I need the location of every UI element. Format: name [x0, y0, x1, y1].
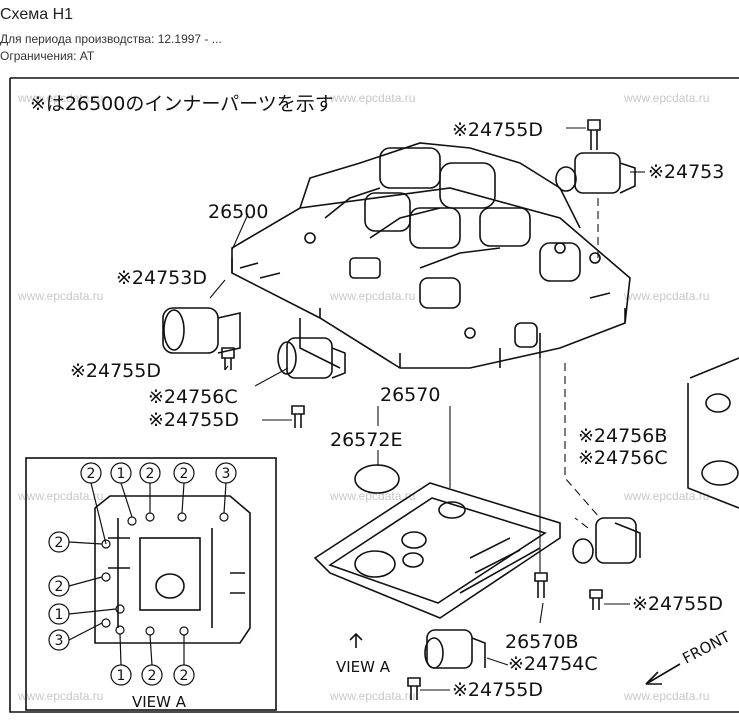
callout-number: 1	[55, 607, 64, 623]
watermark: www.epcdata.ru	[17, 289, 103, 303]
part-label[interactable]: 26500	[208, 201, 268, 223]
bolt-drawing	[587, 119, 601, 150]
callout-number: 3	[222, 466, 231, 482]
view-a-label: VIEW A	[336, 658, 391, 676]
watermark: www.epcdata.ru	[623, 689, 709, 703]
bolt-drawing	[407, 677, 421, 700]
watermark: www.epcdata.ru	[329, 689, 415, 703]
part-label[interactable]: ※24756B	[578, 425, 667, 447]
part-label[interactable]: ※24755D	[70, 360, 161, 382]
bolt-drawing	[589, 589, 603, 610]
diagram-frame	[9, 77, 739, 713]
view-arrow-icon	[349, 632, 363, 648]
o-ring-drawing	[354, 464, 400, 494]
watermark: www.epcdata.ru	[329, 489, 415, 503]
watermark: www.epcdata.ru	[17, 489, 103, 503]
part-label[interactable]: ※24756C	[148, 386, 238, 408]
oil-strainer-drawing	[313, 482, 561, 619]
part-label[interactable]: ※24754C	[508, 653, 598, 675]
callout-number: 2	[146, 466, 155, 482]
watermark: www.epcdata.ru	[623, 489, 709, 503]
inset-view-a-label: VIEW A	[132, 693, 187, 711]
watermark: www.epcdata.ru	[623, 91, 709, 105]
restrictions: Ограничения: AT	[0, 49, 95, 63]
solenoid-drawing	[572, 517, 641, 564]
part-label[interactable]: ※24755D	[452, 119, 543, 141]
watermark: www.epcdata.ru	[17, 689, 103, 703]
leader-lines	[209, 127, 645, 691]
callout-number: 3	[55, 633, 64, 649]
part-label[interactable]: ※24755D	[148, 409, 239, 431]
callout-number: 2	[148, 668, 157, 684]
watermark: www.epcdata.ru	[623, 289, 709, 303]
part-label[interactable]: 26572E	[330, 429, 402, 451]
bolt-drawing	[291, 405, 305, 428]
production-period: Для периода производства: 12.1997 - ...	[0, 32, 222, 46]
parts-diagram: www.epcdata.ru www.epcdata.ru www.epcdat…	[9, 77, 739, 713]
inner-parts-note: ※は26500のインナーパーツを示す	[30, 93, 334, 115]
front-label: FRONT	[679, 627, 733, 667]
side-cover-drawing	[687, 357, 739, 509]
part-label[interactable]: ※24753D	[116, 267, 207, 289]
callout-number: 1	[117, 668, 126, 684]
page-title: Схема H1	[0, 6, 74, 23]
valve-body-drawing	[231, 142, 631, 369]
callout-number: 2	[180, 668, 189, 684]
side-cover-hole	[705, 393, 731, 413]
view-a-inset	[25, 457, 277, 711]
part-label[interactable]: ※24755D	[632, 593, 723, 615]
bolt-drawing	[221, 347, 235, 370]
bolt-drawing	[534, 572, 548, 598]
part-label[interactable]: ※24756C	[578, 447, 668, 469]
solenoid-drawing	[424, 629, 486, 669]
watermark: www.epcdata.ru	[17, 91, 103, 105]
callout-number: 1	[117, 466, 126, 482]
front-arrow-icon	[645, 663, 681, 685]
callout-number: 2	[87, 466, 96, 482]
part-label[interactable]: ※24753	[648, 161, 724, 183]
callout-number: 2	[55, 535, 64, 551]
solenoid-drawing	[555, 152, 636, 194]
watermarks: www.epcdata.ru www.epcdata.ru www.epcdat…	[17, 91, 709, 703]
solenoid-drawing	[162, 307, 241, 354]
callout-number: 2	[55, 579, 64, 595]
callout-number: 2	[180, 466, 189, 482]
watermark: www.epcdata.ru	[329, 289, 415, 303]
side-cover-hole	[701, 460, 739, 486]
watermark: www.epcdata.ru	[329, 91, 415, 105]
part-label[interactable]: ※24755D	[452, 679, 543, 701]
part-label[interactable]: 26570	[380, 384, 440, 406]
solenoid-drawing	[277, 337, 346, 379]
part-label[interactable]: 26570B	[505, 631, 578, 653]
